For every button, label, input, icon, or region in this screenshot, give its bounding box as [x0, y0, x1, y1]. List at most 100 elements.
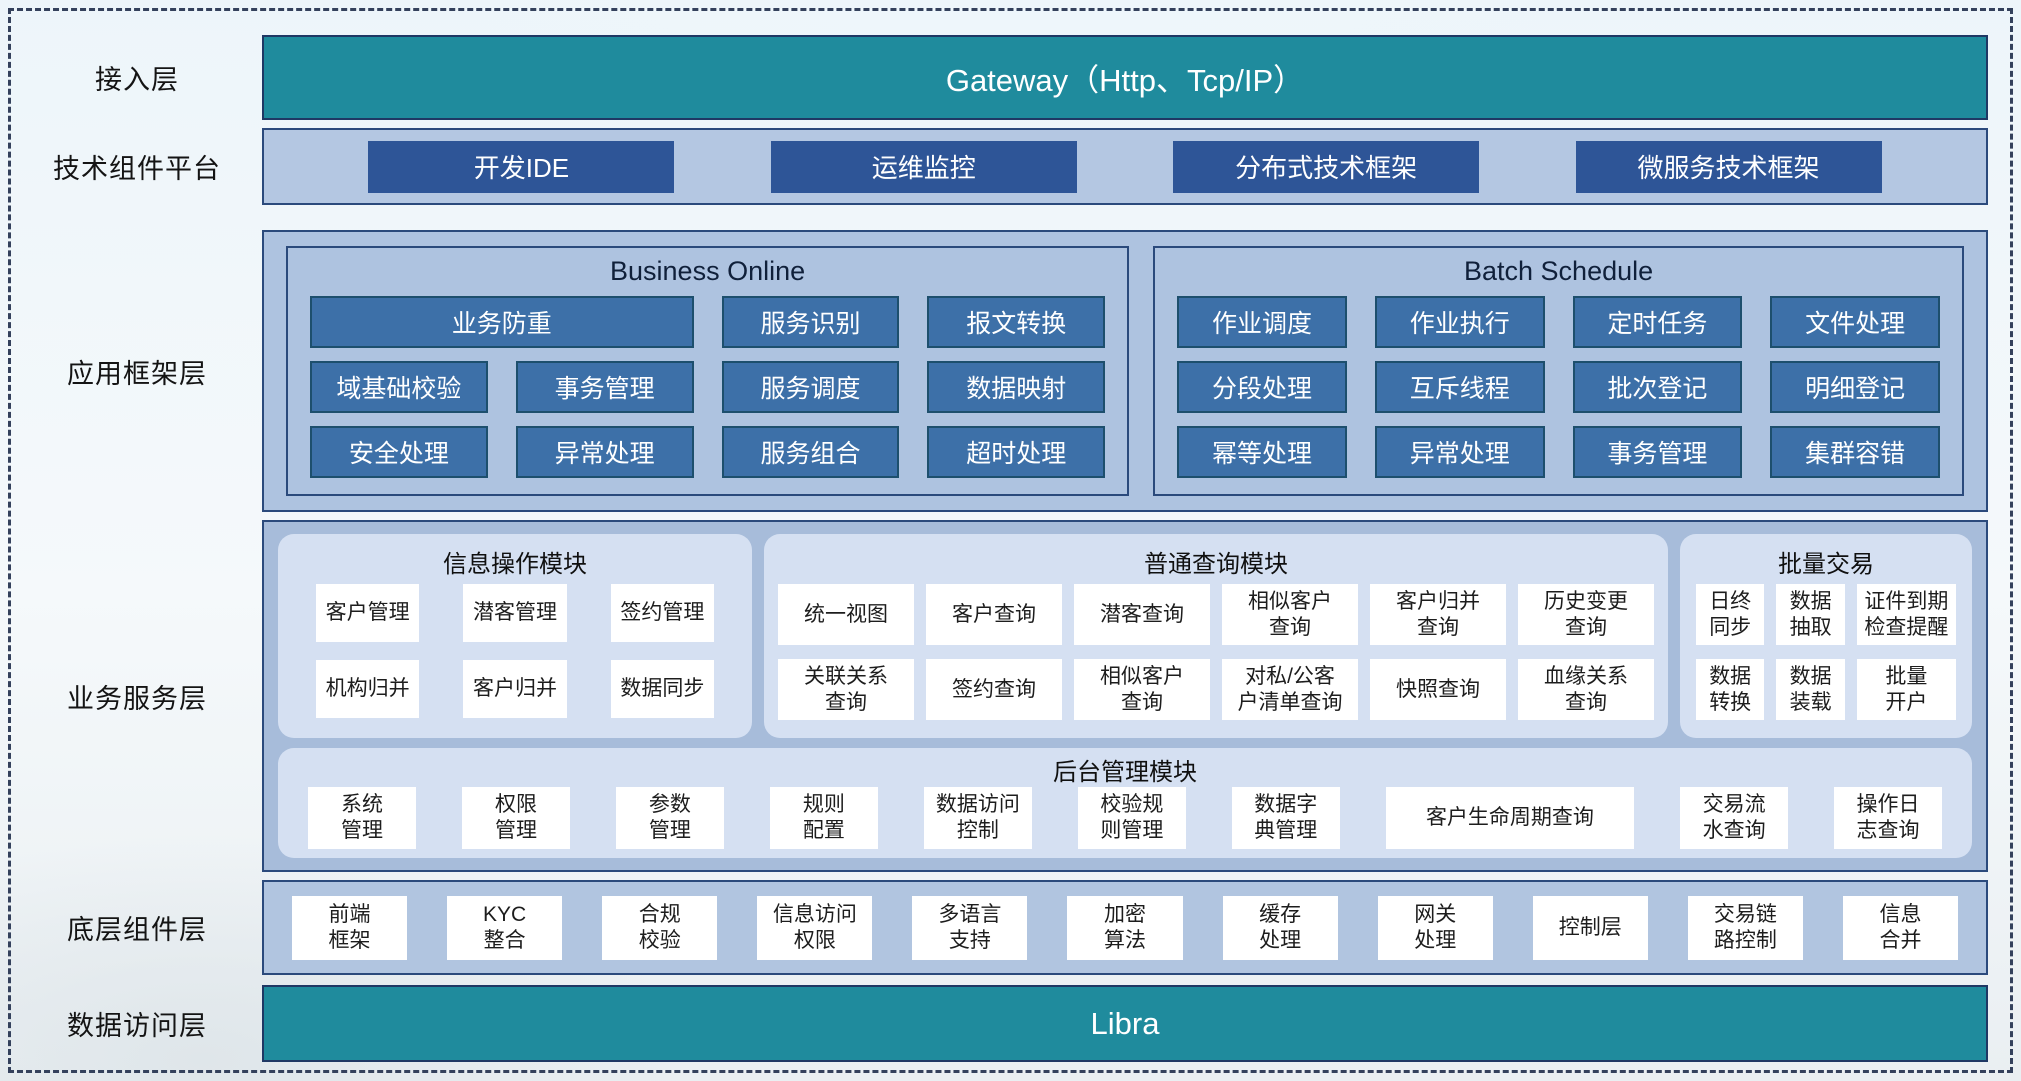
- batch-schedule-box: 集群容错: [1770, 426, 1940, 478]
- business-online-box: 服务组合: [721, 426, 900, 478]
- base-component-box: 信息访问 权限: [757, 895, 873, 960]
- tech-component-box: 分布式技术框架: [1173, 140, 1480, 193]
- info-operation-grid: 客户管理 潜客管理 签约管理 机构归并 客户归并 数据同步: [278, 584, 752, 738]
- admin-box: 校验规 则管理: [1077, 787, 1186, 849]
- batch-schedule-box: 文件处理: [1770, 296, 1940, 348]
- batch-schedule-box: 事务管理: [1572, 426, 1743, 478]
- data-access-label: 数据访问层: [67, 1011, 207, 1041]
- service-box: 机构归并: [316, 660, 420, 718]
- business-online-box: 域基础校验: [310, 361, 488, 413]
- base-component-box: 加密 算法: [1067, 895, 1183, 960]
- business-online-box: 数据映射: [927, 361, 1106, 413]
- service-box: 批量 开户: [1856, 659, 1956, 720]
- service-box: 相似客户 查询: [1074, 659, 1210, 720]
- business-online-box: 业务防重: [310, 296, 694, 348]
- service-box: 数据 转换: [1696, 659, 1765, 720]
- admin-box: 规则 配置: [769, 787, 878, 849]
- info-operation-module-title: 信息操作模块: [443, 550, 587, 578]
- admin-box: 交易流 水查询: [1680, 787, 1789, 849]
- service-box: 关联关系 查询: [778, 659, 914, 720]
- base-component-box: 交易链 路控制: [1687, 895, 1803, 960]
- info-operation-module-panel: 信息操作模块 客户管理 潜客管理 签约管理 机构归并 客户归并 数据同步: [278, 534, 752, 738]
- access-layer-row: 接入层 Gateway（Http、Tcp/IP）: [12, 35, 2009, 120]
- service-box: 数据 装载: [1776, 659, 1845, 720]
- batch-schedule-box: 分段处理: [1177, 361, 1347, 413]
- batch-schedule-box: 幂等处理: [1177, 426, 1347, 478]
- tech-component-box: 微服务技术框架: [1575, 140, 1882, 193]
- admin-box: 客户生命周期查询: [1385, 787, 1635, 849]
- query-module-grid: 统一视图 客户查询 潜客查询 相似客户 查询 客户归并 查询 历史变更 查询 关…: [764, 584, 1668, 738]
- business-online-box: 安全处理: [310, 426, 488, 478]
- base-component-box: 控制层: [1532, 895, 1648, 960]
- batch-schedule-box: 互斥线程: [1374, 361, 1545, 413]
- tech-platform-row: 技术组件平台 开发IDE 运维监控 分布式技术框架 微服务技术框架: [12, 128, 2009, 205]
- base-components-row: 底层组件层 前端 框架 KYC 整合 合规 校验 信息访问 权限 多语言 支持 …: [12, 880, 2009, 975]
- business-online-box: 超时处理: [927, 426, 1106, 478]
- base-component-box: 信息 合并: [1842, 895, 1959, 960]
- base-components-container: 前端 框架 KYC 整合 合规 校验 信息访问 权限 多语言 支持 加密 算法 …: [262, 880, 1988, 975]
- admin-box: 操作日 志查询: [1834, 787, 1943, 849]
- data-access-row: 数据访问层 Libra: [12, 985, 2009, 1062]
- base-component-box: 前端 框架: [292, 895, 408, 960]
- business-online-box: 事务管理: [515, 361, 694, 413]
- tech-component-box: 运维监控: [770, 140, 1077, 193]
- business-online-grid: 业务防重 服务识别 报文转换 域基础校验 事务管理 服务调度 数据映射 安全处理…: [288, 294, 1127, 494]
- batch-schedule-box: 作业执行: [1374, 296, 1545, 348]
- batch-schedule-box: 批次登记: [1572, 361, 1743, 413]
- service-box: 相似客户 查询: [1222, 584, 1358, 645]
- business-service-row: 业务服务层 信息操作模块 客户管理 潜客管理 签约管理 机构归并 客户归并 数据…: [12, 520, 2009, 872]
- service-box: 统一视图: [778, 584, 914, 645]
- admin-box: 权限 管理: [461, 787, 570, 849]
- service-box: 客户归并: [463, 660, 567, 718]
- batch-schedule-box: 异常处理: [1374, 426, 1545, 478]
- admin-box: 数据访问 控制: [923, 787, 1032, 849]
- business-service-label: 业务服务层: [67, 683, 207, 714]
- batch-trade-grid: 日终 同步 数据 抽取 证件到期 检查提醒 数据 转换 数据 装载 批量 开户: [1680, 584, 1972, 738]
- base-component-box: 缓存 处理: [1222, 895, 1338, 960]
- admin-box: 参数 管理: [615, 787, 724, 849]
- admin-module-title: 后台管理模块: [1053, 759, 1197, 786]
- batch-schedule-panel: Batch Schedule 作业调度 作业执行 定时任务 文件处理 分段处理 …: [1153, 246, 1964, 496]
- base-component-box: 合规 校验: [602, 895, 718, 960]
- base-component-box: KYC 整合: [447, 895, 563, 960]
- admin-module-panel: 后台管理模块 系统 管理 权限 管理 参数 管理 规则 配置 数据访问 控制 校…: [278, 748, 1972, 858]
- query-module-panel: 普通查询模块 统一视图 客户查询 潜客查询 相似客户 查询 客户归并 查询 历史…: [764, 534, 1668, 738]
- base-component-box: 多语言 支持: [912, 895, 1028, 960]
- admin-module-row: 系统 管理 权限 管理 参数 管理 规则 配置 数据访问 控制 校验规 则管理 …: [278, 787, 1972, 861]
- gateway-bar: Gateway（Http、Tcp/IP）: [262, 35, 1988, 120]
- business-online-box: 异常处理: [515, 426, 694, 478]
- app-framework-row: 应用框架层 Business Online 业务防重 服务识别 报文转换 域基础…: [12, 230, 2009, 512]
- service-box: 客户查询: [926, 584, 1062, 645]
- tech-platform-container: 开发IDE 运维监控 分布式技术框架 微服务技术框架: [262, 128, 1988, 205]
- base-component-box: 网关 处理: [1377, 895, 1493, 960]
- service-box: 快照查询: [1370, 659, 1506, 720]
- app-framework-container: Business Online 业务防重 服务识别 报文转换 域基础校验 事务管…: [262, 230, 1988, 512]
- service-box: 历史变更 查询: [1518, 584, 1654, 645]
- business-online-title: Business Online: [610, 255, 806, 286]
- base-components-label: 底层组件层: [67, 915, 207, 945]
- batch-schedule-title: Batch Schedule: [1464, 255, 1654, 286]
- service-box: 血缘关系 查询: [1518, 659, 1654, 720]
- libra-bar: Libra: [262, 985, 1988, 1062]
- service-box: 潜客管理: [463, 584, 567, 642]
- business-service-container: 信息操作模块 客户管理 潜客管理 签约管理 机构归并 客户归并 数据同步 普通查…: [262, 520, 1988, 872]
- admin-box: 系统 管理: [308, 787, 416, 849]
- query-module-title: 普通查询模块: [1144, 550, 1288, 578]
- business-online-box: 服务识别: [721, 296, 900, 348]
- tech-platform-label: 技术组件平台: [53, 154, 221, 184]
- app-framework-label: 应用框架层: [67, 358, 207, 389]
- access-layer-label: 接入层: [95, 65, 179, 95]
- service-box: 数据 抽取: [1776, 584, 1845, 645]
- service-box: 数据同步: [610, 660, 714, 718]
- business-online-box: 服务调度: [721, 361, 900, 413]
- tech-component-box: 开发IDE: [368, 140, 675, 193]
- batch-schedule-box: 作业调度: [1177, 296, 1347, 348]
- business-service-modules: 信息操作模块 客户管理 潜客管理 签约管理 机构归并 客户归并 数据同步 普通查…: [278, 534, 1972, 738]
- batch-trade-module-panel: 批量交易 日终 同步 数据 抽取 证件到期 检查提醒 数据 转换 数据 装载 批…: [1680, 534, 1972, 738]
- batch-trade-module-title: 批量交易: [1778, 550, 1874, 578]
- batch-schedule-box: 明细登记: [1770, 361, 1940, 413]
- service-box: 证件到期 检查提醒: [1856, 584, 1956, 645]
- service-box: 潜客查询: [1074, 584, 1210, 645]
- service-box: 签约管理: [610, 584, 714, 642]
- admin-box: 数据字 典管理: [1231, 787, 1340, 849]
